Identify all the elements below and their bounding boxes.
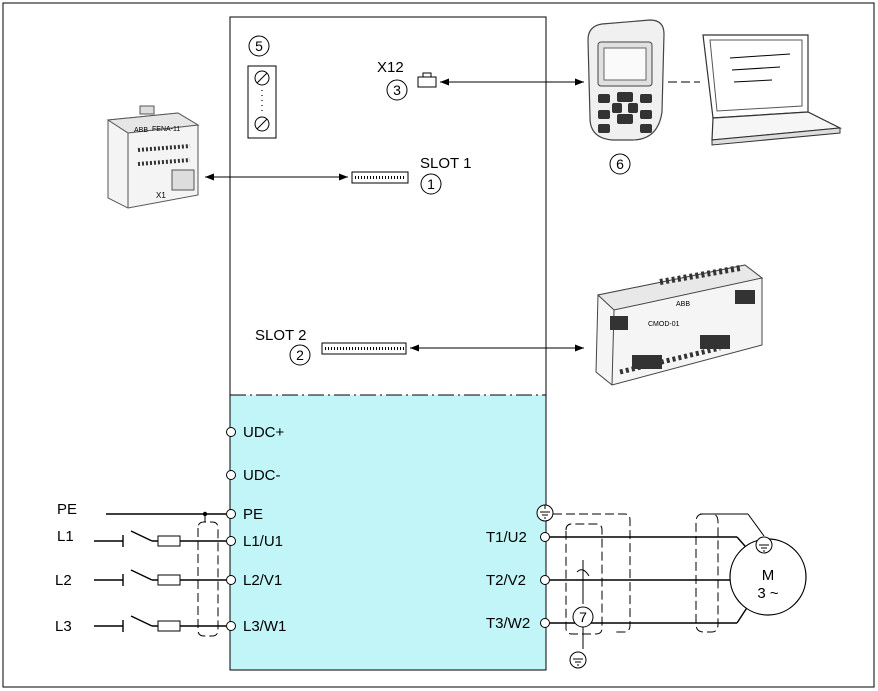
svg-text:1: 1 (427, 176, 435, 192)
svg-text:X12: X12 (377, 59, 404, 76)
power-section-area (230, 395, 546, 670)
control-panel-keypad (587, 19, 665, 141)
svg-text:L2: L2 (55, 572, 72, 589)
svg-text:L1/U1: L1/U1 (243, 533, 283, 550)
motor-symbol: M 3 ~ (729, 536, 807, 616)
drive-ground-symbol (536, 504, 554, 522)
item-5-terminal-block: 5 (247, 35, 277, 139)
svg-text:5: 5 (255, 38, 263, 54)
drive-outline (229, 16, 547, 671)
svg-text:7: 7 (579, 609, 587, 625)
svg-text:FENA-11: FENA-11 (152, 126, 180, 133)
laptop-pc (702, 34, 843, 146)
svg-text:T1/U2: T1/U2 (486, 529, 527, 546)
svg-text:SLOT 1: SLOT 1 (420, 155, 471, 172)
io-extension-module: ABB CMOD-01 (595, 264, 764, 386)
svg-text:PE: PE (243, 506, 263, 523)
output-motor-wiring: T1/U2 T2/V2 T3/W2 7 (486, 513, 765, 669)
svg-text:X1: X1 (156, 191, 166, 200)
svg-text:3 ~: 3 ~ (757, 585, 779, 602)
svg-text:T2/V2: T2/V2 (486, 572, 526, 589)
svg-text:CMOD-01: CMOD-01 (648, 321, 680, 328)
svg-text:M: M (762, 567, 775, 584)
svg-text:ABB: ABB (676, 301, 690, 308)
svg-text:3: 3 (393, 82, 401, 98)
abb-logo: ABB (134, 127, 148, 134)
svg-text:6: 6 (616, 156, 624, 172)
svg-text:2: 2 (296, 347, 304, 363)
svg-text:L3/W1: L3/W1 (243, 618, 286, 635)
dc-terminals: UDC+ UDC- (226, 424, 284, 484)
input-supply-wiring: PE PE L1 L1/U1 L2 L2/V1 L3 L3/W1 (55, 501, 286, 637)
svg-text:UDC-: UDC- (243, 467, 281, 484)
svg-text:T3/W2: T3/W2 (486, 615, 530, 632)
svg-text:UDC+: UDC+ (243, 424, 284, 441)
x12-connector: X12 3 (377, 59, 437, 101)
svg-text:PE: PE (57, 501, 77, 518)
svg-text:SLOT 2: SLOT 2 (255, 327, 306, 344)
svg-text:L3: L3 (55, 618, 72, 635)
slot-1-connector: SLOT 1 1 (351, 155, 471, 195)
svg-text:L1: L1 (57, 528, 74, 545)
fieldbus-adapter-module: ABB FENA-11 X1 (106, 105, 200, 209)
slot-2-connector: SLOT 2 2 (255, 327, 407, 366)
svg-text:L2/V1: L2/V1 (243, 572, 282, 589)
